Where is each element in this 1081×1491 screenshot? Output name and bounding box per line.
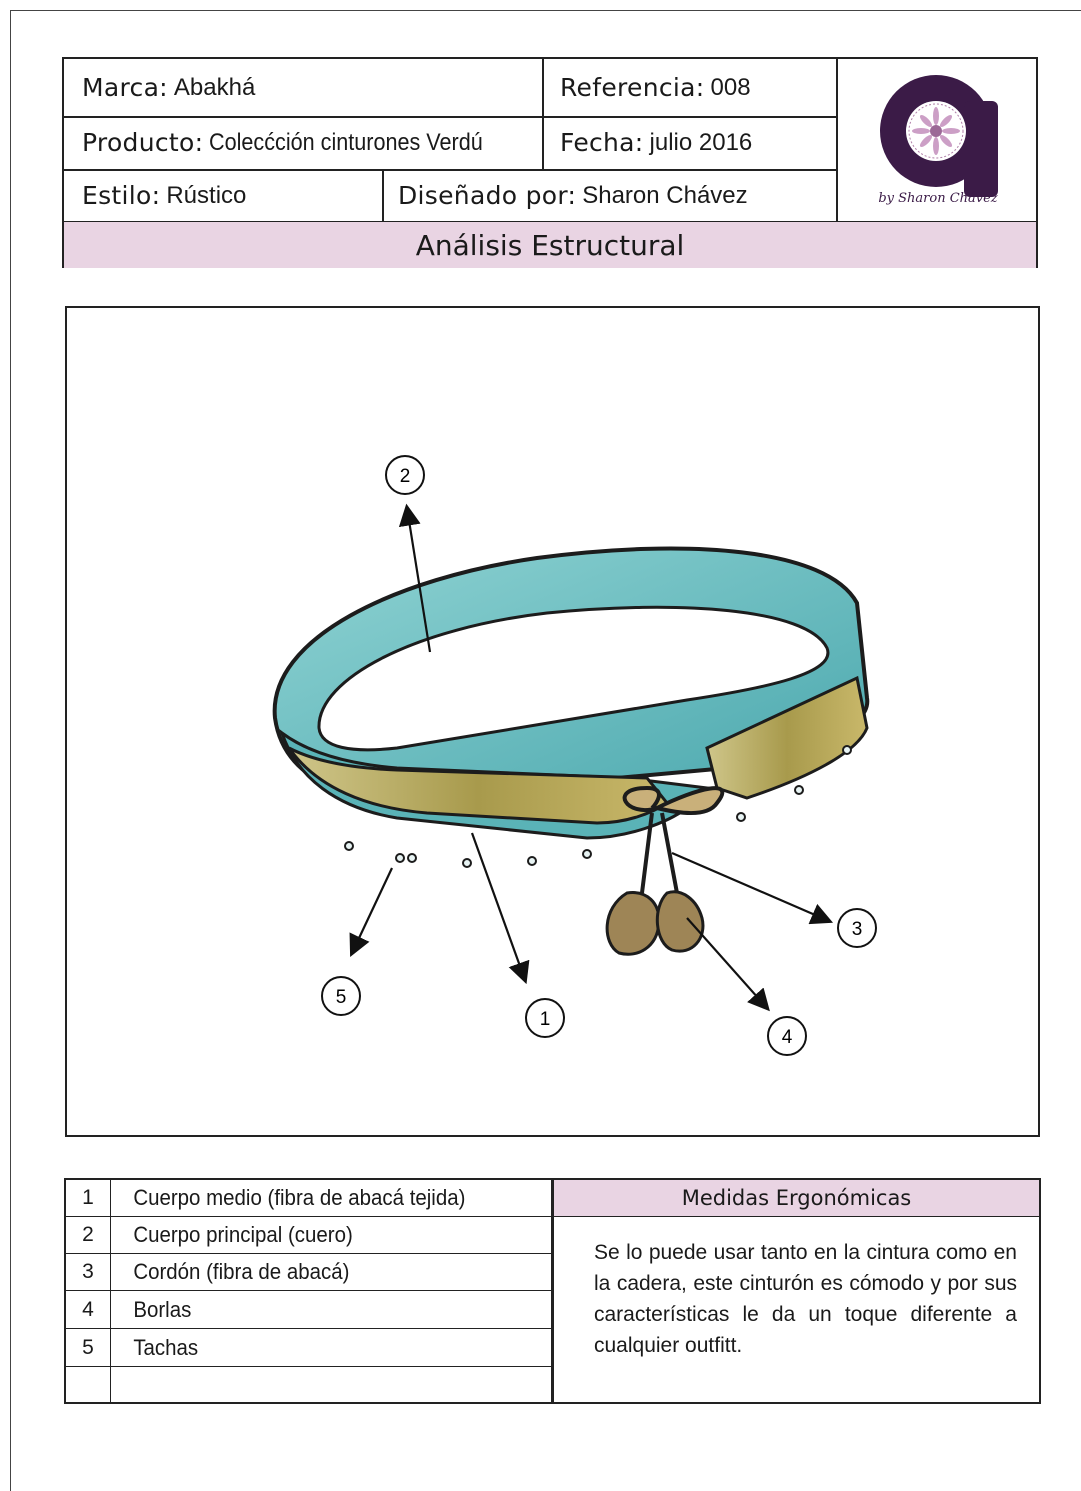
- disenado-value: Sharon Chávez: [582, 184, 747, 208]
- ergonomic-measures-title: Medidas Ergonómicas: [554, 1180, 1039, 1217]
- legend-row: [66, 1367, 551, 1402]
- belt-illustration: 2 1 3 4 5: [67, 308, 1038, 1135]
- referencia-label: Referencia:: [560, 75, 705, 100]
- legend-row-num: 4: [66, 1291, 111, 1328]
- callout-2: 2: [386, 456, 424, 494]
- legend-row-text: Cuerpo medio (fibra de abacá tejida): [111, 1185, 465, 1211]
- referencia-value: 008: [711, 76, 751, 100]
- ergonomic-measures-text: Se lo puede usar tanto en la cintura com…: [554, 1217, 1039, 1361]
- estilo-value: Rústico: [166, 184, 246, 208]
- legend-row-num: 1: [66, 1180, 111, 1216]
- callout-4-label: 4: [782, 1027, 793, 1048]
- cord: [625, 788, 723, 893]
- header-table: Marca: Abakhá Producto: Colecćción cintu…: [62, 57, 1038, 268]
- legend-row-text: Tachas: [111, 1335, 198, 1361]
- marca-value: Abakhá: [174, 76, 255, 100]
- callout-5-label: 5: [336, 987, 347, 1008]
- divider: [542, 59, 544, 169]
- disenado-label: Diseñado por:: [398, 183, 576, 208]
- ergonomic-measures: Medidas Ergonómicas Se lo puede usar tan…: [552, 1178, 1041, 1404]
- estilo-cell: Estilo: Rústico: [82, 169, 246, 222]
- fecha-value: julio 2016: [650, 131, 753, 155]
- callout-3-label: 3: [852, 919, 863, 940]
- legend-row-num: 5: [66, 1329, 111, 1366]
- divider: [382, 169, 384, 222]
- producto-cell: Producto: Colecćción cinturones Verdú: [82, 116, 514, 169]
- structural-figure: 2 1 3 4 5: [65, 306, 1040, 1137]
- legend-row-text: Cuerpo principal (cuero): [111, 1222, 353, 1248]
- callout-3: 3: [838, 909, 876, 947]
- legend-row: 1 Cuerpo medio (fibra de abacá tejida): [66, 1180, 551, 1217]
- logo-signature: by Sharon Chávez: [840, 191, 1036, 206]
- legend-row-text: Borlas: [111, 1297, 191, 1323]
- legend-row: 4 Borlas: [66, 1291, 551, 1329]
- callout-2-label: 2: [400, 466, 411, 487]
- fecha-cell: Fecha: julio 2016: [560, 116, 752, 169]
- callout-5: 5: [322, 977, 360, 1015]
- callout-1: 1: [526, 999, 564, 1037]
- tassels: [607, 892, 703, 954]
- legend-row: 3 Cordón (fibra de abacá): [66, 1254, 551, 1291]
- legend-row-num: 3: [66, 1254, 111, 1290]
- legend-row-text: Cordón (fibra de abacá): [111, 1259, 349, 1285]
- section-title: Análisis Estructural: [64, 222, 1036, 268]
- producto-label: Producto:: [82, 130, 203, 155]
- brand-logo: by Sharon Chávez: [840, 61, 1036, 219]
- disenado-cell: Diseñado por: Sharon Chávez: [398, 169, 748, 222]
- marca-cell: Marca: Abakhá: [82, 59, 255, 116]
- parts-legend: 1 Cuerpo medio (fibra de abacá tejida) 2…: [64, 1178, 553, 1404]
- divider: [836, 59, 838, 222]
- legend-row-num: 2: [66, 1217, 111, 1253]
- legend-row: 2 Cuerpo principal (cuero): [66, 1217, 551, 1254]
- callout-4: 4: [768, 1017, 806, 1055]
- marca-label: Marca:: [82, 75, 168, 100]
- referencia-cell: Referencia: 008: [560, 59, 751, 116]
- fecha-label: Fecha:: [560, 130, 644, 155]
- legend-row: 5 Tachas: [66, 1329, 551, 1367]
- callout-1-label: 1: [540, 1009, 551, 1030]
- estilo-label: Estilo:: [82, 183, 160, 208]
- legend-row-num: [66, 1367, 111, 1402]
- producto-value: Colecćción cinturones Verdú: [209, 131, 483, 155]
